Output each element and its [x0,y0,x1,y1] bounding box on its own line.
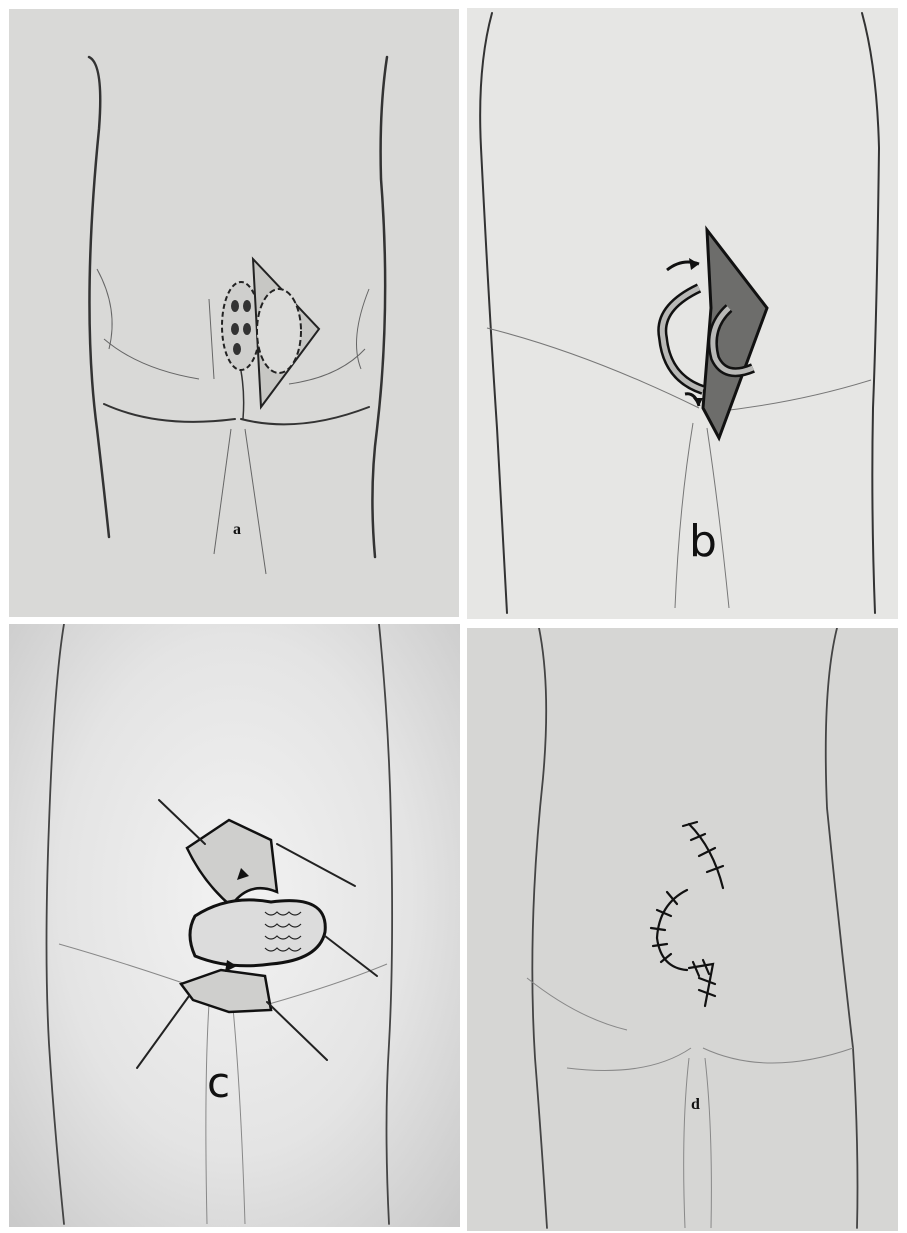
flap-design [222,259,319,419]
panel-d: d [467,628,898,1231]
flap-inset [181,820,325,1012]
panel-a-label: a [233,521,241,539]
sutured-incision [651,822,723,1006]
panel-b-label: b [689,516,717,567]
panel-d-drawing [467,628,898,1231]
panel-c: c [9,624,460,1227]
panel-b-drawing [467,8,898,619]
panel-b: b [467,8,898,619]
panel-d-label: d [691,1096,700,1114]
panel-c-drawing [9,624,460,1227]
panel-c-label: c [207,1058,230,1107]
panel-a: a [9,9,459,617]
